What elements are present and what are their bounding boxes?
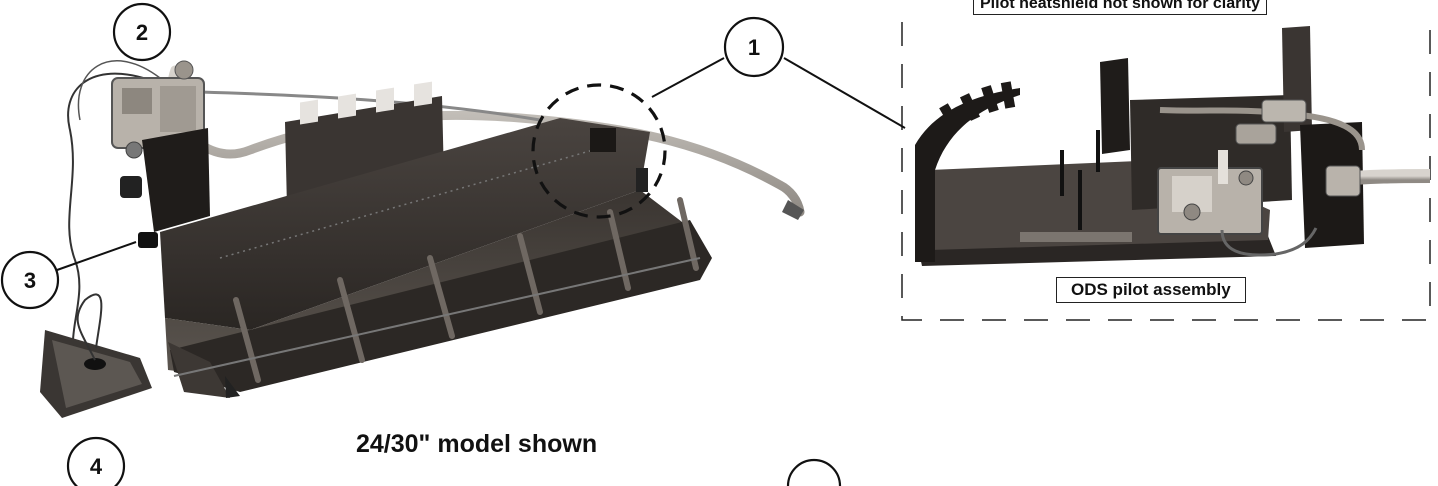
inset-fitting-2 bbox=[1235, 123, 1277, 145]
burner-assembly-illustration bbox=[40, 60, 805, 418]
callout-2-number: 2 bbox=[136, 20, 148, 45]
gas-supply-hose-end bbox=[782, 200, 804, 220]
ods-pilot-detail-inset bbox=[901, 22, 1431, 321]
inset-pilot-wires bbox=[1220, 227, 1318, 257]
callout-4-number: 4 bbox=[90, 454, 103, 479]
callout-3-number: 3 bbox=[24, 268, 36, 293]
inset-rear-panel bbox=[1100, 58, 1130, 154]
inset-left-wall bbox=[915, 88, 1020, 262]
inset-front-lip bbox=[1020, 232, 1132, 242]
ods-pilot-assembly-label: ODS pilot assembly bbox=[1056, 277, 1246, 303]
callout-1-number: 1 bbox=[748, 35, 760, 60]
control-knob bbox=[120, 176, 142, 198]
inset-ods-pilot bbox=[1157, 150, 1318, 257]
leader-line-1-to-inset bbox=[783, 57, 906, 129]
pilot-location-highlight bbox=[531, 83, 667, 219]
gas-valve bbox=[111, 60, 205, 159]
inset-posts bbox=[1060, 130, 1100, 230]
thermocouple-wire bbox=[67, 72, 151, 371]
leader-line-1-to-circle bbox=[651, 57, 725, 98]
gas-supply-hose bbox=[167, 65, 805, 217]
callout-4: 4 bbox=[66, 436, 126, 486]
inset-fitting bbox=[1325, 165, 1361, 197]
valve-bracket bbox=[142, 128, 210, 232]
igniter-button bbox=[138, 232, 158, 248]
callout-1: 1 bbox=[723, 16, 785, 78]
remote-ignitor-block bbox=[40, 293, 152, 418]
side-bracket bbox=[636, 168, 648, 192]
tray-foot bbox=[225, 376, 240, 398]
inset-thermocouple-fitting bbox=[1261, 99, 1307, 123]
inset-base-plate bbox=[918, 236, 1276, 266]
pilot-bracket-block bbox=[590, 128, 616, 152]
cropped-callout-bubble bbox=[786, 458, 842, 486]
heatshield-note-label: Pilot heatshield not shown for clarity bbox=[973, 0, 1268, 15]
pilot-tube bbox=[199, 90, 541, 122]
tray-front-rail bbox=[173, 257, 701, 377]
callout-2: 2 bbox=[112, 2, 172, 62]
ignitor-lead-wire bbox=[76, 293, 103, 361]
burner-box-top bbox=[160, 118, 650, 330]
leader-lines bbox=[56, 57, 906, 271]
leader-line-3 bbox=[56, 241, 137, 271]
model-shown-caption: 24/30" model shown bbox=[356, 430, 598, 458]
inset-fins bbox=[939, 81, 1016, 131]
thermocouple-wire-2 bbox=[77, 60, 161, 121]
callout-3: 3 bbox=[0, 250, 60, 310]
